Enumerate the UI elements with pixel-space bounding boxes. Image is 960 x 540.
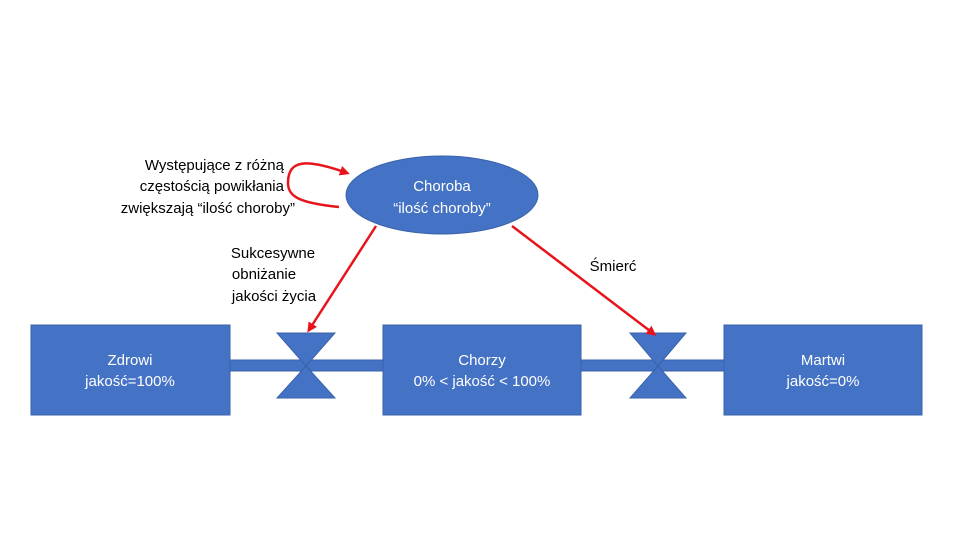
feedback-label-line1: Występujące z różną — [145, 157, 285, 174]
valve-right-shape — [628, 332, 688, 399]
stock-healthy-box — [30, 324, 231, 416]
valve-left-shape — [275, 332, 337, 399]
stock-dead: Martwi jakość=0% — [723, 324, 923, 416]
disease-subtitle: “ilość choroby” — [393, 200, 491, 217]
disease-ellipse — [345, 155, 539, 235]
stock-healthy-quality: jakość=100% — [84, 373, 175, 390]
decline-label-line3: jakości życia — [231, 288, 317, 305]
stock-sick-box — [382, 324, 582, 416]
death-label: Śmierć — [590, 257, 637, 275]
feedback-label: Występujące z różną częstością powikłani… — [121, 157, 295, 217]
bowtie-valve-icon — [275, 332, 337, 399]
disease-title: Choroba — [413, 178, 471, 195]
stock-sick-title: Chorzy — [458, 352, 506, 369]
death-arrow — [511, 225, 657, 336]
stock-sick: Chorzy 0% < jakość < 100% — [382, 324, 582, 416]
stock-healthy-title: Zdrowi — [107, 352, 152, 369]
stock-dead-title: Martwi — [801, 352, 845, 369]
decline-label-line1: Sukcesywne — [231, 245, 315, 262]
feedback-label-line2: częstością powikłania — [140, 178, 285, 195]
flow-pipe-right — [580, 359, 725, 372]
decline-label: Sukcesywne obniżanie jakości życia — [231, 245, 317, 305]
stock-sick-quality: 0% < jakość < 100% — [414, 373, 551, 390]
decline-arrow — [307, 225, 378, 333]
feedback-label-line3: zwiększają “ilość choroby” — [121, 200, 295, 217]
feedback-loop-arrow — [286, 162, 350, 209]
stock-healthy: Zdrowi jakość=100% — [30, 324, 231, 416]
stock-dead-box — [723, 324, 923, 416]
disease-node: Choroba “ilość choroby” — [345, 155, 539, 235]
bowtie-valve-icon — [628, 332, 688, 399]
decline-label-line2: obniżanie — [232, 266, 296, 283]
stock-dead-quality: jakość=0% — [786, 373, 860, 390]
